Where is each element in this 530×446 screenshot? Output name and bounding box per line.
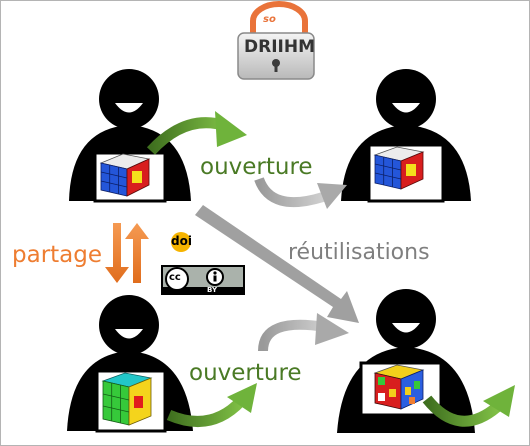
logo-small-text: so [263, 14, 276, 25]
rubiks-cube-green-bottom-left [101, 372, 153, 426]
doi-icon [171, 232, 191, 252]
label-reuse: réutilisations [288, 240, 430, 265]
cc-badge-text: cc [169, 272, 181, 283]
sharing-arrows [105, 223, 149, 283]
label-opening-top: ouverture [200, 154, 313, 180]
by-badge-text: BY [207, 286, 218, 294]
reuse-arrow-bottom [258, 313, 349, 352]
driihm-logo [237, 1, 315, 80]
logo-text: DRIIHM [244, 37, 315, 57]
reuse-arrow-diagonal [195, 205, 359, 323]
label-sharing: partage [12, 242, 103, 268]
opening-arrow-bottom [166, 383, 257, 427]
rubiks-cube-blue-top-right [373, 146, 425, 190]
reuse-arrow-top [254, 177, 347, 209]
cc-by-license-icon [161, 265, 245, 295]
label-opening-bottom: ouverture [189, 360, 302, 386]
rubiks-cube-blue-top-left [99, 153, 151, 197]
opening-arrow-bottom-right [422, 385, 515, 427]
person-bottom-right [337, 289, 475, 433]
opening-arrow-top [146, 111, 247, 155]
doi-badge-text: doi [171, 234, 192, 248]
rubiks-cube-scrambled-bottom-right [373, 364, 425, 410]
